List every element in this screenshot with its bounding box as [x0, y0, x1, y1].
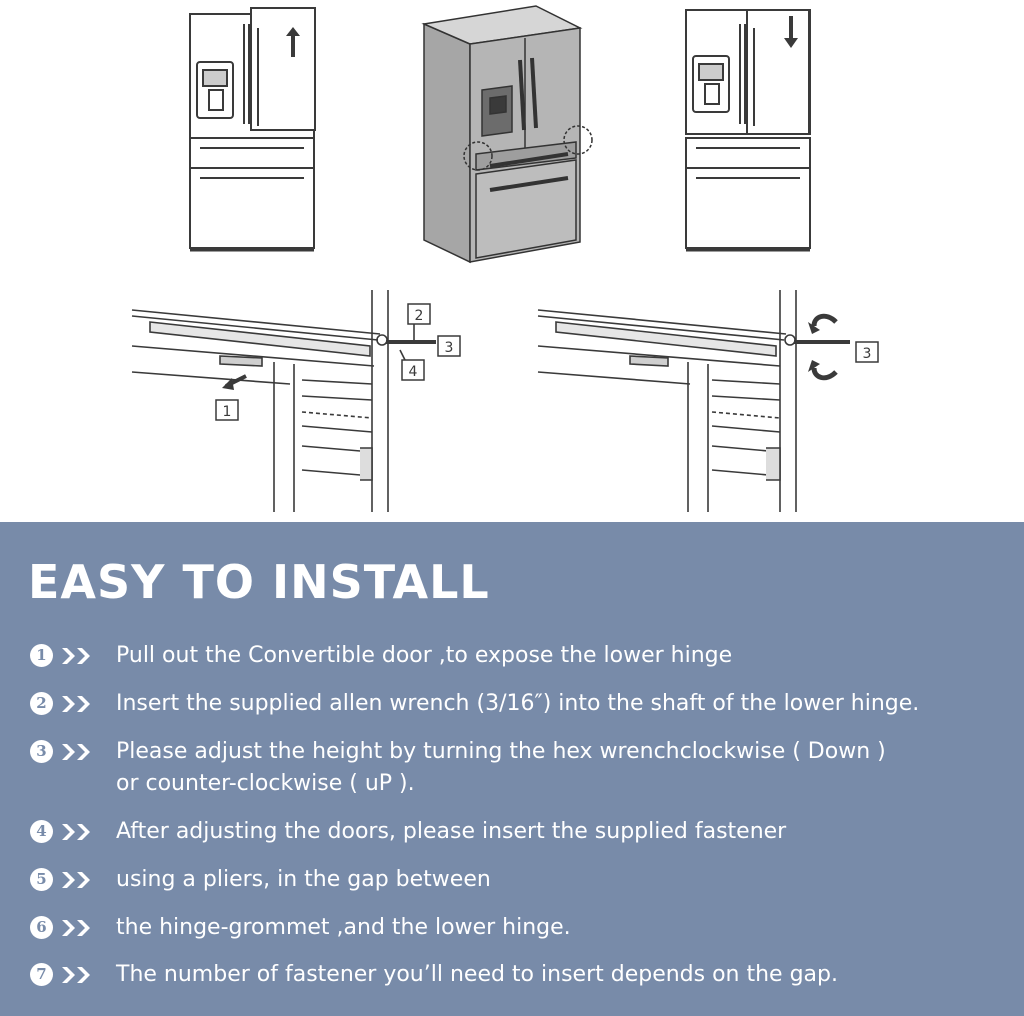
- fridge-door-down-diagram: [685, 9, 811, 252]
- fridge-3d-diagram: [421, 5, 593, 264]
- step-number-badge: 5: [30, 868, 53, 891]
- step-number-badge: 1: [30, 644, 53, 667]
- double-chevron-icon: [62, 872, 90, 888]
- instructions-panel: EASY TO INSTALL 1 Pull out the Convertib…: [0, 522, 1024, 1016]
- svg-text:1: 1: [223, 404, 232, 420]
- step-5: 5 using a pliers, in the gap between: [30, 864, 491, 896]
- step-text-line: using a pliers, in the gap between: [116, 867, 491, 892]
- hinge-detail-1-diagram: [131, 290, 436, 512]
- step-text-line: Insert the supplied allen wrench (3/16″)…: [116, 691, 920, 716]
- step-number-badge: 4: [30, 820, 53, 843]
- double-chevron-icon: [62, 824, 90, 840]
- step-6: 6 the hinge-grommet ,and the lower hinge…: [30, 912, 571, 944]
- callout-box-1: 1: [215, 399, 239, 421]
- step-text-line: After adjusting the doors, please insert…: [116, 819, 787, 844]
- step-text-line: the hinge-grommet ,and the lower hinge.: [116, 915, 571, 940]
- step-1: 1 Pull out the Convertible door ,to expo…: [30, 640, 732, 672]
- step-4: 4 After adjusting the doors, please inse…: [30, 816, 786, 848]
- callout-box-3b: 3: [855, 341, 879, 363]
- step-text: The number of fastener you’ll need to in…: [116, 959, 838, 991]
- step-text: Pull out the Convertible door ,to expose…: [116, 640, 732, 672]
- step-2: 2 Insert the supplied allen wrench (3/16…: [30, 688, 919, 720]
- double-chevron-icon: [62, 744, 90, 760]
- double-chevron-icon: [62, 967, 90, 983]
- svg-text:4: 4: [409, 364, 418, 380]
- step-number-badge: 3: [30, 740, 53, 763]
- step-3: 3 Please adjust the height by turning th…: [30, 736, 886, 800]
- fridge-door-up-diagram: [189, 7, 316, 252]
- step-text: the hinge-grommet ,and the lower hinge.: [116, 912, 571, 944]
- svg-text:3: 3: [863, 346, 872, 362]
- step-text-line: or counter-clockwise ( uP ).: [116, 771, 415, 796]
- double-chevron-icon: [62, 920, 90, 936]
- step-text-line: Pull out the Convertible door ,to expose…: [116, 643, 733, 668]
- callout-box-2: 2: [407, 303, 431, 325]
- hinge-detail-2-diagram: [537, 290, 850, 512]
- step-text: Please adjust the height by turning the …: [116, 736, 886, 800]
- step-number-badge: 7: [30, 963, 53, 986]
- installation-illustrations: 1 2 3 4 3: [131, 5, 879, 512]
- step-number-badge: 6: [30, 916, 53, 939]
- callout-box-4: 4: [401, 359, 425, 381]
- step-7: 7 The number of fastener you’ll need to …: [30, 959, 838, 991]
- step-text-line: Please adjust the height by turning the …: [116, 739, 886, 764]
- step-text: Insert the supplied allen wrench (3/16″)…: [116, 688, 919, 720]
- callout-box-3: 3: [437, 335, 461, 357]
- step-number-badge: 2: [30, 692, 53, 715]
- double-chevron-icon: [62, 648, 90, 664]
- svg-text:3: 3: [445, 340, 454, 356]
- svg-text:2: 2: [415, 308, 424, 324]
- panel-title: EASY TO INSTALL: [28, 555, 490, 609]
- double-chevron-icon: [62, 696, 90, 712]
- step-text-line: The number of fastener you’ll need to in…: [116, 962, 838, 987]
- step-text: using a pliers, in the gap between: [116, 864, 491, 896]
- step-text: After adjusting the doors, please insert…: [116, 816, 786, 848]
